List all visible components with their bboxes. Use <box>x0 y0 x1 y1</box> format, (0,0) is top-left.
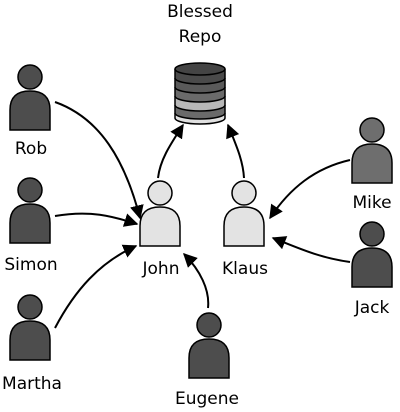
person-label-klaus: Klaus <box>222 259 268 279</box>
person-label-rob: Rob <box>15 139 47 159</box>
person-jack-icon <box>351 221 393 288</box>
repo-disk <box>174 62 226 125</box>
arrow-jack-to-klaus <box>271 236 351 263</box>
person-eugene-icon <box>188 312 230 379</box>
arrow-john-to-repo <box>157 123 184 179</box>
arrow-mike-to-klaus <box>269 159 351 220</box>
arrow-rob-to-john <box>54 101 144 220</box>
arrow-simon-to-john <box>54 212 139 227</box>
person-martha-icon <box>9 294 51 361</box>
person-rob-icon <box>9 64 51 131</box>
person-label-mike: Mike <box>352 193 391 213</box>
person-simon-icon <box>9 177 51 244</box>
person-klaus-icon <box>223 180 265 247</box>
repo-label-line1: Blessed <box>167 2 233 22</box>
arrow-eugene-to-john <box>183 253 210 309</box>
person-label-simon: Simon <box>4 255 57 275</box>
person-john-icon <box>139 180 181 247</box>
repo-database-icon <box>174 62 226 125</box>
person-label-martha: Martha <box>2 374 62 394</box>
arrows <box>54 101 351 329</box>
person-label-eugene: Eugene <box>175 389 239 409</box>
person-label-jack: Jack <box>354 298 390 318</box>
person-label-john: John <box>142 259 180 279</box>
arrow-martha-to-john <box>54 244 138 329</box>
repo-label-line2: Repo <box>179 27 222 47</box>
person-mike-icon <box>351 117 393 184</box>
arrow-klaus-to-repo <box>226 123 245 179</box>
